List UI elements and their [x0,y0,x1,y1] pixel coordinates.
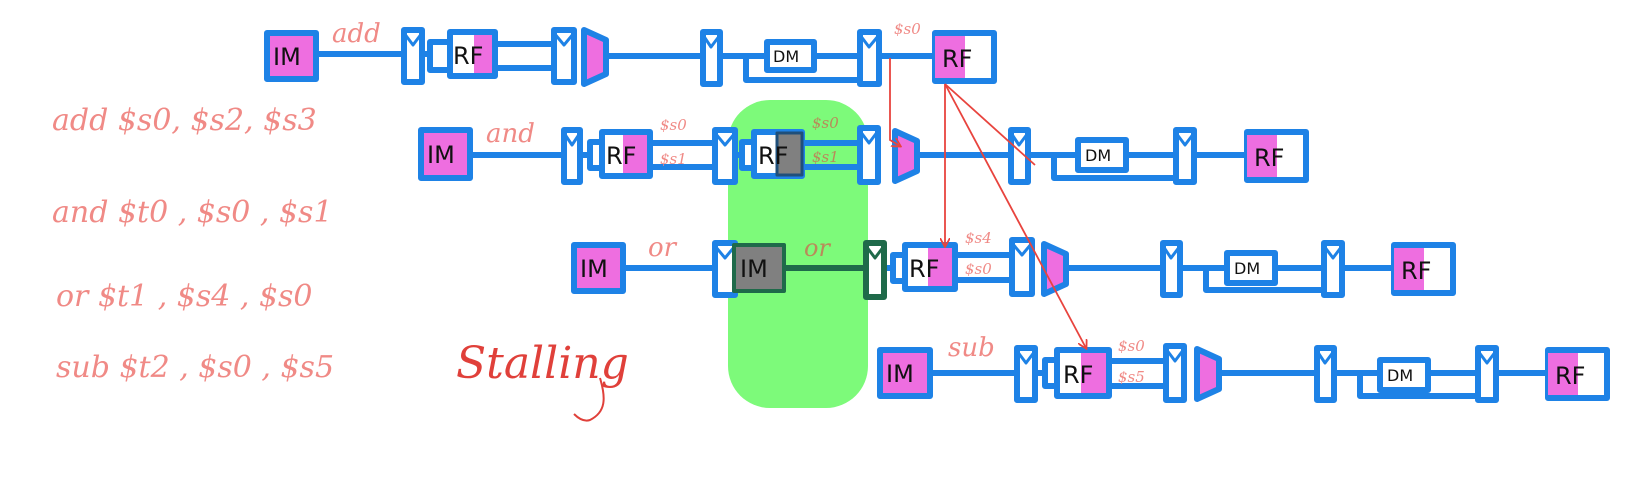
op-label-and: and [486,119,535,149]
im-label-and: IM [427,141,455,169]
src2-and: $s1 [660,150,687,168]
rf-label-and: RF [606,142,636,170]
stall-src2-and: $s1 [812,148,839,166]
dependency-arrows [889,58,1086,348]
dm-label-and: DM [1085,146,1111,165]
pipeline-row-and [418,125,1309,185]
program-line-1: add $s0, $s2, $s3 [52,103,317,138]
dm-label-add: DM [773,47,799,66]
pipeline-row-sub [877,343,1610,403]
rf-label-add: RF [453,42,483,70]
pipeline-row-add [264,27,997,87]
im-label-or: IM [580,255,608,283]
src1-sub: $s0 [1118,337,1145,355]
op-label-or: or [648,233,678,263]
im-label-add: IM [273,43,301,71]
src1-or: $s4 [965,229,992,247]
op-label-add: add [332,19,381,49]
stall-title-flourish [573,377,605,422]
pipeline-row-or [571,237,1456,300]
arrow-wb-to-and [889,58,900,146]
op-label-sub: sub [948,333,995,363]
program-line-4: sub $t2 , $s0 , $s5 [56,350,334,385]
im-stalled-label-or: IM [740,255,768,283]
program-line-2: and $t0 , $s0 , $s1 [52,195,333,230]
rf-wb-label-sub: RF [1555,362,1585,390]
rf-wb-label-add: RF [942,45,972,73]
dm-label-or: DM [1234,259,1260,278]
rf-label-sub: RF [1063,361,1093,389]
wb-reg-add: $s0 [894,20,921,38]
arrow-wb-to-sub-diag-2 [944,83,1036,166]
op-label-or-stall: or [804,234,831,262]
src2-or: $s0 [965,260,992,278]
program-line-3: or $t1 , $s4 , $s0 [56,279,313,314]
rf-stalled-label-and: RF [758,142,788,170]
rf-label-or: RF [909,255,939,283]
src2-sub: $s5 [1118,368,1145,386]
src1-and: $s0 [660,116,687,134]
im-label-sub: IM [886,360,914,388]
stall-title: Stalling [456,338,629,389]
stall-src1-and: $s0 [812,114,839,132]
arrow-wb-to-sub-diag-1 [944,83,1086,348]
dm-label-sub: DM [1387,366,1413,385]
rf-wb-label-or: RF [1401,257,1431,285]
rf-wb-label-and: RF [1254,144,1284,172]
